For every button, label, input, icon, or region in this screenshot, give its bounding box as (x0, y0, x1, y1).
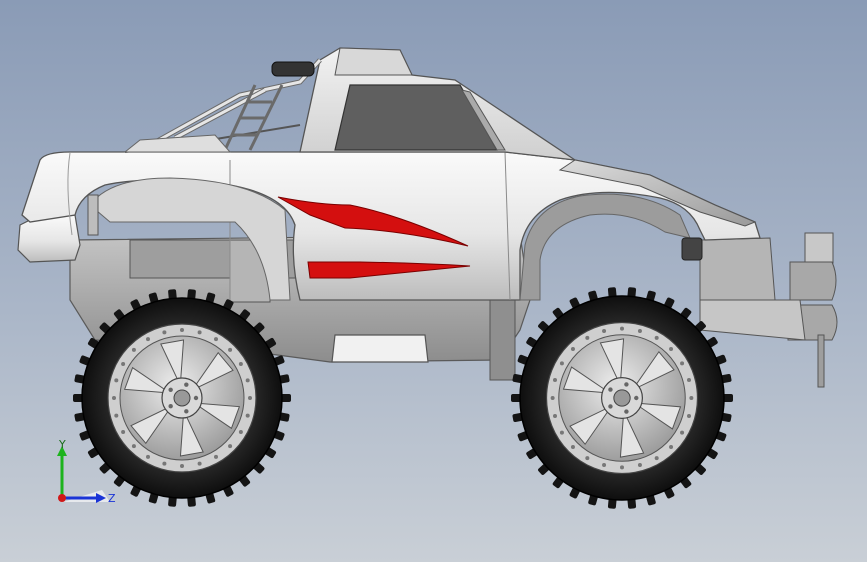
z-axis-label: Z (108, 492, 116, 505)
rear-wheel (73, 289, 291, 507)
y-axis-label: Y (58, 440, 66, 451)
wheel-spokes (123, 339, 241, 457)
red-decal (277, 196, 471, 279)
cab (123, 47, 576, 161)
x-axis-dot (58, 494, 66, 502)
front-wheel (511, 287, 733, 509)
rim-bolts (112, 328, 252, 468)
rim-bolts (550, 326, 694, 470)
axis-triad: Y Z (57, 440, 116, 505)
